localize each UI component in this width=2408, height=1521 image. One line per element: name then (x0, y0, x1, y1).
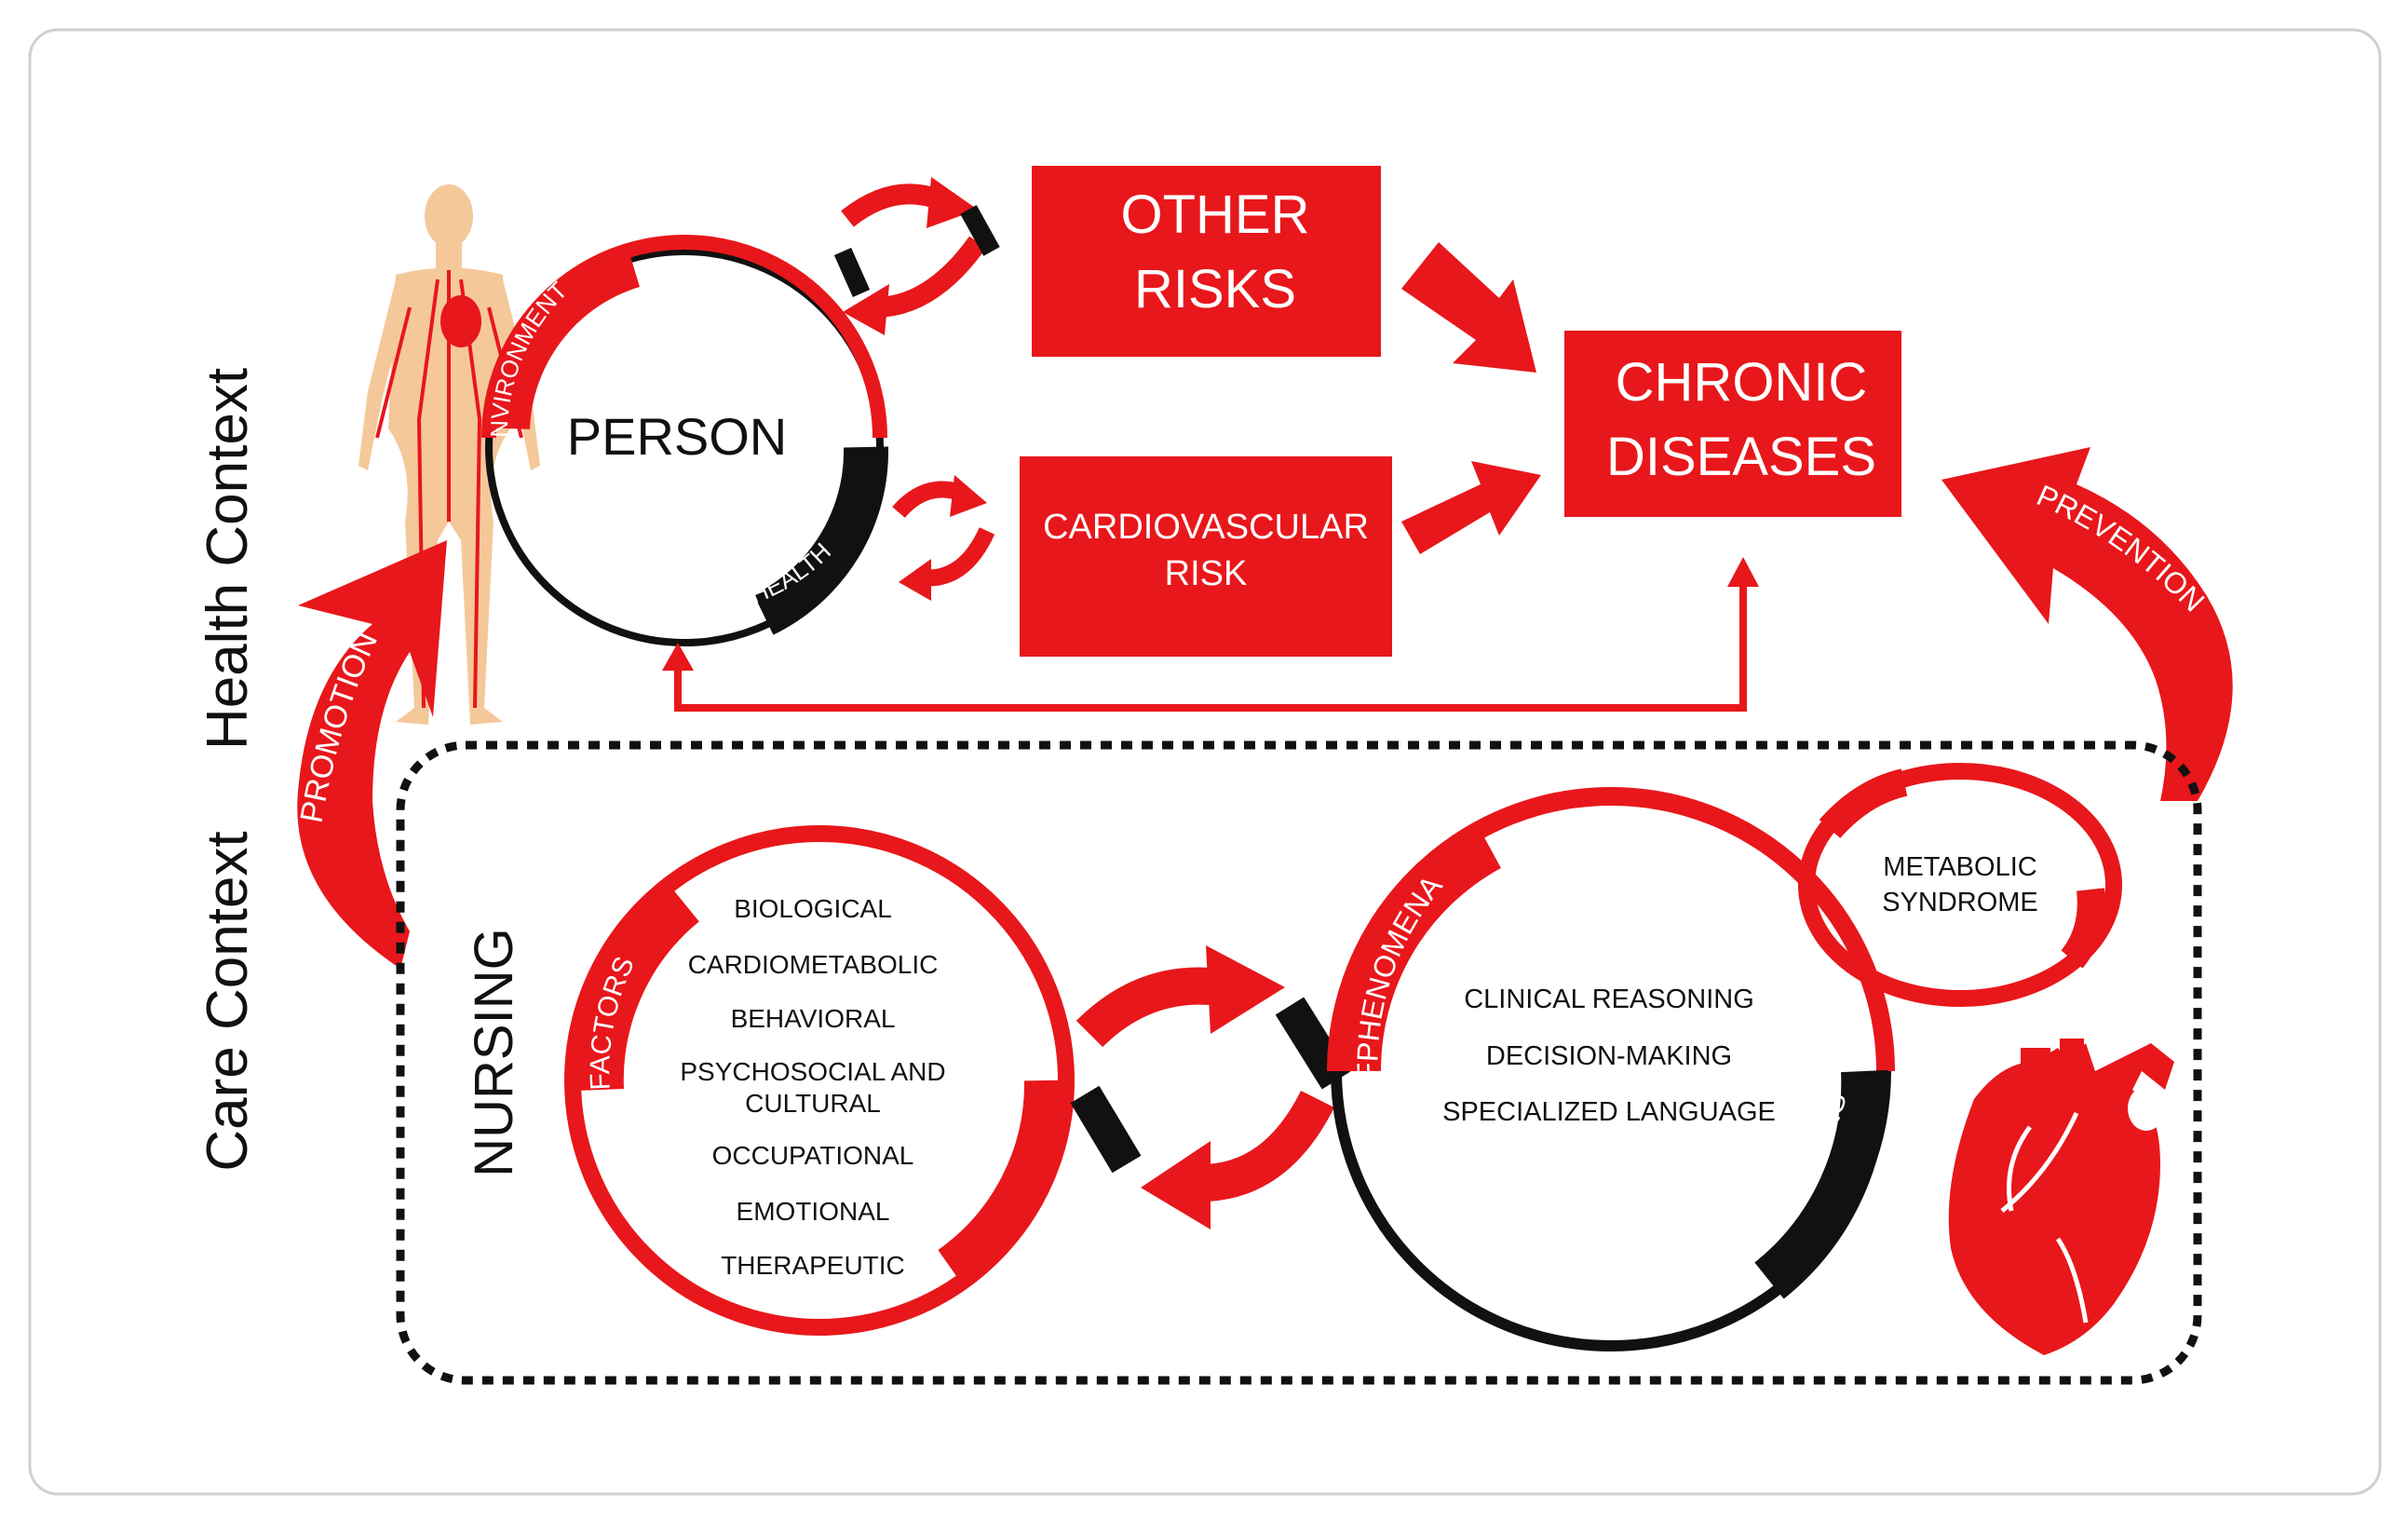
cardiovascular-risk-line2: RISK (1165, 554, 1248, 593)
factor-item: PSYCHOSOCIAL AND (680, 1057, 945, 1086)
factor-item: CARDIOMETABOLIC (688, 950, 939, 979)
phenomena-item: DECISION-MAKING (1486, 1041, 1732, 1071)
nursing-label: NURSING (464, 928, 524, 1176)
factor-item: BEHAVIORAL (731, 1004, 896, 1033)
cardiovascular-risk-box (1020, 456, 1392, 657)
phenomena-item: SPECIALIZED LANGUAGE (1442, 1097, 1776, 1127)
cardiovascular-risk-line1: CARDIOVASCULAR (1043, 508, 1369, 547)
metabolic-line2: SYNDROME (1882, 888, 2038, 917)
heart-icon (1948, 1039, 2174, 1355)
phenomena-list: CLINICAL REASONING DECISION-MAKING SPECI… (1442, 985, 1776, 1127)
chronic-diseases-line1: CHRONIC (1616, 352, 1868, 413)
health-context-label: Health Context (196, 368, 260, 750)
person-title: PERSON (567, 407, 788, 466)
phenomena-item: CLINICAL REASONING (1464, 985, 1754, 1014)
chronic-diseases-box (1564, 331, 1901, 517)
factor-item: EMOTIONAL (737, 1197, 890, 1226)
arrow-cardio-to-chronic (1401, 461, 1541, 554)
other-risks-line1: OTHER (1121, 184, 1310, 245)
factors-circle (564, 825, 1075, 1336)
cycle-arrows-small-icon (892, 475, 995, 601)
factors-list: BIOLOGICAL CARDIOMETABOLIC BEHAVIORAL PS… (680, 894, 945, 1280)
other-risks-box (1032, 166, 1381, 357)
cycle-arrows-icon (833, 177, 1000, 335)
promotion-arrow (297, 540, 447, 969)
metabolic-line1: METABOLIC (1883, 852, 2036, 882)
arrow-other-to-chronic (1401, 242, 1536, 373)
factor-item: OCCUPATIONAL (712, 1141, 914, 1170)
feedback-line (662, 557, 1759, 712)
factor-item: THERAPEUTIC (721, 1251, 905, 1280)
factor-item: BIOLOGICAL (734, 894, 892, 923)
care-context-label: Care Context (196, 831, 260, 1171)
chronic-diseases-line2: DISEASES (1606, 427, 1876, 487)
factor-item: CULTURAL (745, 1089, 881, 1118)
person-circle (481, 235, 889, 646)
prevention-arrow (1941, 447, 2233, 801)
phenomena-circle (1327, 787, 1895, 1351)
other-risks-line2: RISKS (1134, 259, 1296, 319)
metabolic-syndrome-circle (1798, 763, 2122, 1007)
